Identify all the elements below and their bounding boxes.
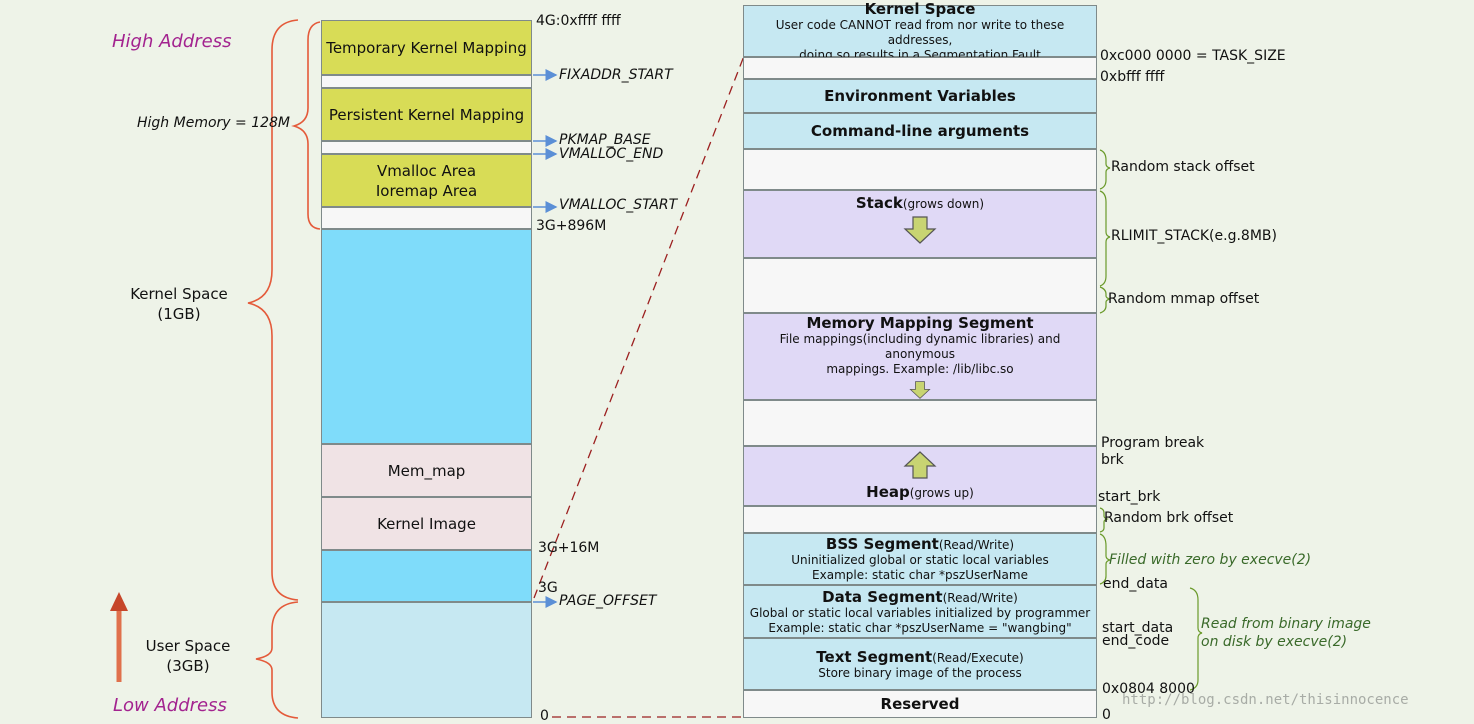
temporary-kernel-mapping-block: Temporary Kernel Mapping [321, 20, 532, 75]
user-space-brace [255, 601, 299, 719]
random-mmap-offset-label: Random mmap offset [1108, 291, 1260, 307]
addr-zero-right-label: 0 [1102, 707, 1111, 723]
addr-zero-left-label: 0 [540, 708, 549, 724]
stack-block: Stack(grows down) [743, 190, 1097, 258]
gap-block [743, 258, 1097, 313]
kernel-image-block: Kernel Image [321, 497, 532, 550]
rlimit-stack-label: RLIMIT_STACK(e.g.8MB) [1111, 228, 1277, 244]
heap-block: Heap(grows up) [743, 446, 1097, 506]
start-brk-label: start_brk [1098, 489, 1161, 505]
low-kernel-region [321, 550, 532, 602]
task-size-label: 0xc000 0000 = TASK_SIZE [1100, 48, 1286, 64]
kernel-space-brace [247, 19, 299, 601]
addr-0804-label: 0x0804 8000 [1102, 681, 1195, 697]
addr-3g-16m-label: 3G+16M [538, 540, 600, 556]
kernel-space-label: Kernel Space(1GB) [130, 285, 228, 323]
vmalloc-start-label: VMALLOC_START [559, 197, 678, 213]
high-memory-label: High Memory = 128M [137, 115, 290, 131]
user-space-region [321, 602, 532, 718]
addr-3g-label: 3G [538, 580, 558, 596]
persistent-kernel-mapping-block: Persistent Kernel Mapping [321, 88, 532, 141]
addr-4g-label: 4G:0xffff ffff [536, 13, 621, 29]
low-address-label: Low Address [113, 695, 227, 716]
pkmap-base-label: PKMAP_BASE [559, 132, 651, 148]
gap-block [321, 141, 532, 154]
gap-block [321, 75, 532, 88]
end-code-label: end_code [1102, 633, 1170, 649]
gap-block [743, 57, 1097, 79]
arrow-up-icon [903, 451, 937, 479]
gap-block [743, 400, 1097, 446]
random-stack-offset-label: Random stack offset [1111, 159, 1255, 175]
fixaddr-start-label: FIXADDR_START [559, 67, 673, 83]
memory-mapping-segment-block: Memory Mapping Segment File mappings(inc… [743, 313, 1097, 400]
data-segment-block: Data Segment(Read/Write) Global or stati… [743, 585, 1097, 638]
reserved-block: Reserved [743, 690, 1097, 718]
text-segment-block: Text Segment(Read/Execute) Store binary … [743, 638, 1097, 690]
arrow-down-icon [909, 381, 931, 399]
filled-with-zero-label: Filled with zero by execve(2) [1109, 552, 1312, 568]
dashed-link-top [533, 55, 745, 599]
high-memory-brace [291, 21, 321, 230]
program-break-label: Program break [1101, 435, 1205, 451]
end-data-label: end_data [1103, 576, 1168, 592]
environment-variables-block: Environment Variables [743, 79, 1097, 113]
addr-3g-896m-label: 3G+896M [536, 218, 607, 234]
command-line-arguments-block: Command-line arguments [743, 113, 1097, 149]
random-brk-gap [743, 506, 1097, 533]
user-space-label: User Space(3GB) [145, 637, 231, 675]
random-brk-offset-label: Random brk offset [1104, 510, 1234, 526]
kernel-space-block: Kernel Space User code CANNOT read from … [743, 0, 1097, 62]
arrow-down-icon [903, 216, 937, 244]
mem-map-block: Mem_map [321, 444, 532, 497]
vmalloc-end-label: VMALLOC_END [559, 146, 664, 162]
start-data-label: start_data [1102, 620, 1174, 636]
brk-label: brk [1101, 452, 1124, 468]
read-from-disk-label: on disk by execve(2) [1201, 634, 1348, 650]
bss-segment-block: BSS Segment(Read/Write) Uninitialized gl… [743, 533, 1097, 585]
gap-block [321, 207, 532, 229]
random-stack-gap [743, 149, 1097, 190]
watermark: http://blog.csdn.net/thisinnocence [1122, 692, 1409, 708]
addr-bfff-label: 0xbfff ffff [1100, 69, 1165, 85]
read-from-binary-label: Read from binary image [1201, 616, 1371, 632]
direct-mapped-region [321, 229, 532, 444]
address-arrow-head [110, 592, 128, 611]
high-address-label: High Address [112, 31, 232, 52]
page-offset-label: PAGE_OFFSET [559, 593, 657, 609]
